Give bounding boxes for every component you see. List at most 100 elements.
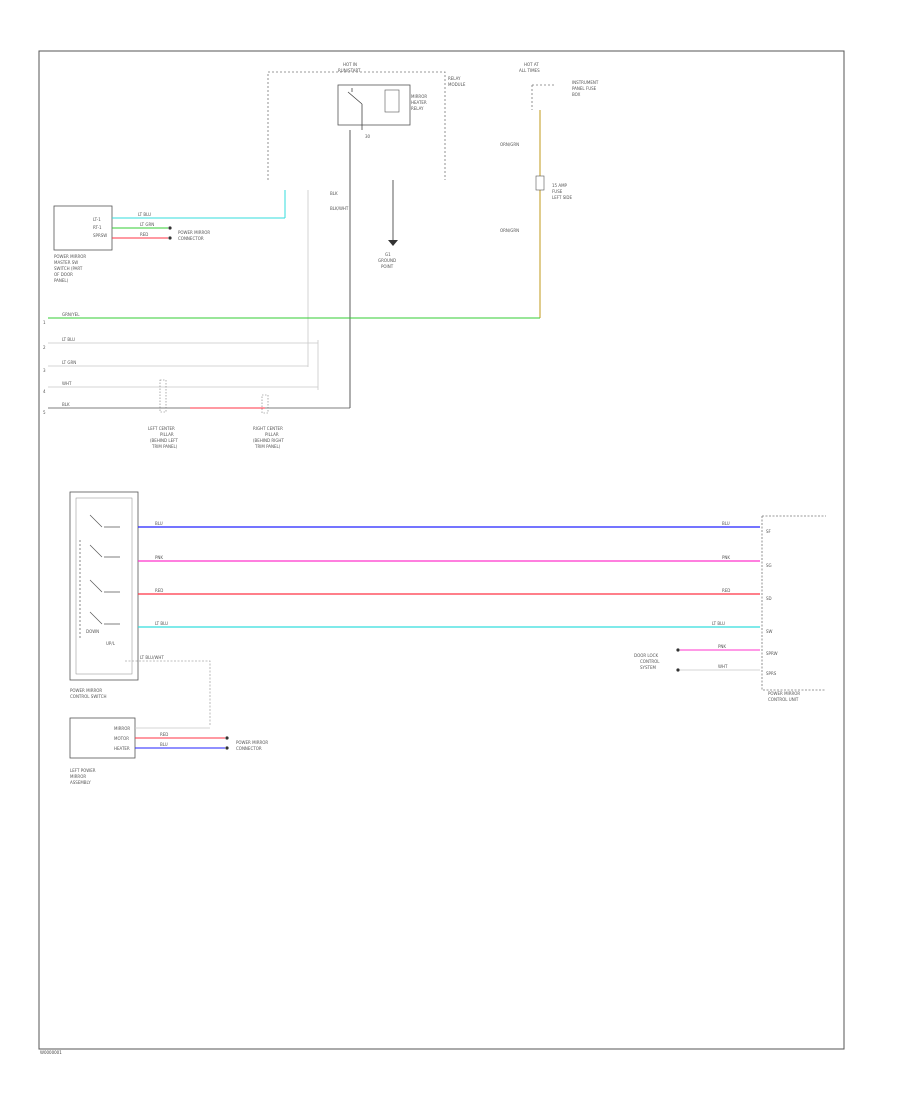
svg-text:1: 1 (43, 320, 46, 325)
bus-label-grn: GRN/YEL (62, 312, 80, 317)
wire-label-red-left: RED (155, 588, 163, 593)
svg-text:UP/L: UP/L (106, 641, 116, 646)
relay-coil (384, 89, 400, 113)
wire-white-dashed-link (125, 660, 211, 725)
control-switch-label: POWER MIRROR CONTROL SWITCH (70, 688, 107, 699)
svg-text:2: 2 (43, 345, 46, 350)
right-center-pillar-label: RIGHT CENTER PILLAR (BEHIND RIGHT TRIM P… (253, 426, 284, 449)
relay-contact (347, 88, 363, 130)
left-mirror-pins: MIRROR MOTOR HEATER (114, 726, 130, 751)
svg-text:SF: SF (766, 529, 772, 534)
svg-text:ALL TIMES: ALL TIMES (519, 68, 540, 73)
left-mirror-label: LEFT POWER MIRROR ASSEMBLY (70, 768, 96, 785)
svg-text:MOTOR: MOTOR (114, 736, 129, 741)
left-power-mirror-assembly (69, 717, 136, 759)
svg-text:4: 4 (43, 389, 46, 394)
wire-label-lt-blu-right: LT BLU (712, 621, 725, 626)
svg-text:PILLAR: PILLAR (265, 432, 279, 437)
svg-text:RIGHT CENTER: RIGHT CENTER (253, 426, 283, 431)
svg-text:PANEL FUSE: PANEL FUSE (572, 86, 597, 91)
svg-text:PILLAR: PILLAR (160, 432, 174, 437)
bus-label-3: LT GRN (62, 360, 76, 365)
wire-label-blue-left: BLU (155, 521, 163, 526)
ground-note: G1 GROUND POINT (378, 252, 396, 269)
wire-label-lt-blu-left: LT BLU (155, 621, 168, 626)
svg-text:3: 3 (43, 368, 46, 373)
fuse-box-bracket (531, 84, 555, 110)
svg-text:MIRROR: MIRROR (70, 774, 86, 779)
svg-text:SG: SG (766, 563, 772, 568)
fuse-box-label: INSTRUMENT PANEL FUSE BOX (572, 80, 599, 97)
svg-text:ASSEMBLY: ASSEMBLY (70, 780, 91, 785)
pin-sprsw: SPRSW (93, 233, 107, 238)
connector-dot-right-2 (676, 668, 680, 672)
svg-text:INSTRUMENT: INSTRUMENT (572, 80, 599, 85)
svg-text:SW: SW (766, 629, 773, 634)
connector-dot-red (168, 236, 172, 240)
connector-note-top: POWER MIRROR CONNECTOR (178, 230, 210, 241)
svg-text:POWER MIRROR: POWER MIRROR (70, 688, 102, 693)
svg-text:POWER MIRROR: POWER MIRROR (178, 230, 210, 235)
wire-label-pink-left: PNK (155, 555, 163, 560)
svg-text:SPRS: SPRS (766, 671, 777, 676)
connector-dot-left-red (225, 736, 229, 740)
bus-connectors (159, 379, 269, 414)
svg-text:DOOR LOCK: DOOR LOCK (634, 653, 658, 658)
ground-symbol (388, 240, 398, 246)
svg-text:MODULE: MODULE (448, 82, 466, 87)
relay-wire-label-2: BLK/WHT (330, 206, 349, 211)
relay-header: HOT IN RUN/START (338, 62, 361, 73)
svg-text:RUN/START: RUN/START (338, 68, 361, 73)
wire-label-lt-grn-top: LT GRN (140, 222, 154, 227)
footer-code: W0000001 (40, 1050, 62, 1055)
svg-text:LEFT SIDE: LEFT SIDE (552, 195, 573, 200)
wire-label-lt-blu-top: LT BLU (138, 212, 151, 217)
svg-text:SD: SD (766, 596, 772, 601)
svg-text:SWITCH (PART: SWITCH (PART (54, 266, 83, 271)
wire-label-yellow-lower: ORN/GRN (500, 228, 519, 233)
connector-dot-left-blue (225, 746, 229, 750)
diagram-frame (38, 50, 845, 1050)
svg-text:GROUND: GROUND (378, 258, 396, 263)
svg-text:LEFT POWER: LEFT POWER (70, 768, 96, 773)
svg-text:FUSE: FUSE (552, 189, 563, 194)
svg-text:5: 5 (43, 410, 46, 415)
svg-text:MIRROR: MIRROR (114, 726, 130, 731)
power-mirror-control-switch (69, 491, 139, 681)
svg-text:MASTER SW: MASTER SW (54, 260, 78, 265)
svg-text:POWER MIRROR: POWER MIRROR (54, 254, 86, 259)
svg-text:POWER MIRROR: POWER MIRROR (236, 740, 268, 745)
wire-label-left-mirror-blu: BLU (160, 742, 168, 747)
svg-text:SPRW: SPRW (766, 651, 778, 656)
bus-label-2: LT BLU (62, 337, 75, 342)
wire-label-white-link: LT BLU/WHT (140, 655, 164, 660)
connector-note-left: POWER MIRROR CONNECTOR (236, 740, 268, 751)
wire-label-wht-short: WHT (718, 664, 728, 669)
svg-text:TRIM PANEL): TRIM PANEL) (254, 444, 281, 449)
svg-text:CONTROL: CONTROL (640, 659, 660, 664)
svg-text:HEATER: HEATER (411, 100, 427, 105)
svg-text:RELAY: RELAY (411, 106, 424, 111)
svg-text:MIRROR: MIRROR (411, 94, 427, 99)
master-switch-label: POWER MIRROR MASTER SW SWITCH (PART OF D… (54, 254, 86, 283)
power-mirror-control-unit (761, 515, 826, 691)
bus-label-5: BLK (62, 402, 70, 407)
control-switch-pins: DOWN UP/L (86, 629, 116, 646)
svg-text:TRIM PANEL): TRIM PANEL) (151, 444, 178, 449)
svg-text:(BEHIND LEFT: (BEHIND LEFT (150, 438, 178, 443)
svg-text:HOT AT: HOT AT (524, 62, 539, 67)
svg-text:DOWN: DOWN (86, 629, 99, 634)
bus-label-4: WHT (62, 381, 72, 386)
wire-label-pnk-short: PNK (718, 644, 726, 649)
door-lock-note: DOOR LOCK CONTROL SYSTEM (634, 653, 660, 670)
svg-text:CONNECTOR: CONNECTOR (178, 236, 204, 241)
svg-text:HOT IN: HOT IN (343, 62, 357, 67)
svg-text:POINT: POINT (381, 264, 394, 269)
svg-text:SYSTEM: SYSTEM (640, 665, 656, 670)
svg-text:CONTROL SWITCH: CONTROL SWITCH (70, 694, 107, 699)
wire-label-red-right: RED (722, 588, 730, 593)
connector-dot-grn (168, 226, 172, 230)
fuse-box-header: HOT AT ALL TIMES (519, 62, 540, 73)
relay-wire-label-1: BLK (330, 191, 338, 196)
